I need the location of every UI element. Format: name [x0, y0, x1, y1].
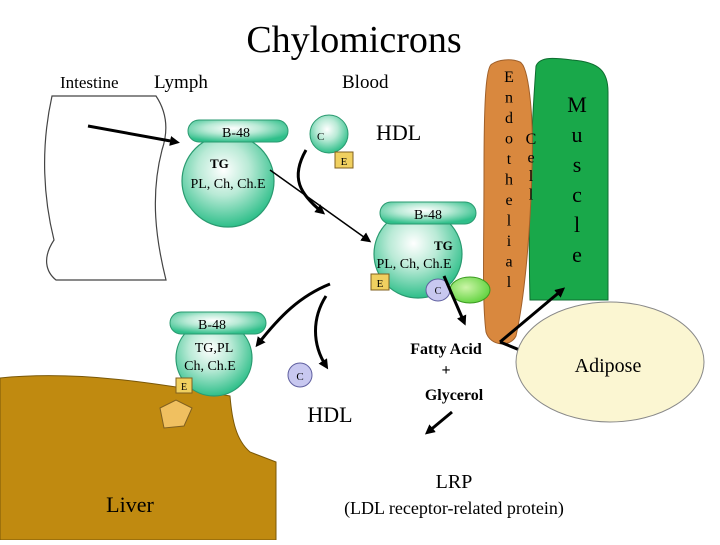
hdl-bottom-label: HDL [307, 402, 352, 427]
apo-e-box [334, 151, 354, 169]
endothelial-letter: e [505, 192, 512, 209]
hdl-apo-c-label: C [317, 131, 324, 143]
lrp-receptor [159, 399, 193, 429]
hdl-top-label: HDL [376, 120, 421, 145]
endothelial-letter: i [507, 233, 512, 250]
intestine-label: Intestine [60, 73, 119, 92]
apo-b48-band [187, 119, 289, 143]
lrp-full: (LDL receptor-related protein) [344, 498, 564, 519]
hdl-apo-c [309, 114, 349, 154]
blood-label: Blood [342, 72, 389, 93]
muscle-letter: u [572, 122, 583, 147]
secretion-arrow [87, 124, 180, 146]
cell-letter: l [529, 187, 534, 204]
endothelial-letter: t [507, 151, 512, 168]
fatty-acid-label: Fatty Acid [410, 341, 482, 358]
diagram-title: Chylomicrons [246, 19, 461, 61]
apo-e-label-2: E [377, 278, 384, 290]
intestine-wall [44, 95, 167, 281]
endothelial-letter: E [504, 69, 514, 86]
fa-to-muscle-arrow [499, 287, 566, 344]
adipose-cell [515, 301, 705, 423]
endothelial-letter: h [505, 172, 513, 189]
cell-letter: e [527, 150, 534, 167]
cell-letter: l [529, 168, 534, 185]
endothelial-letter: a [505, 254, 512, 271]
muscle-letter: e [572, 242, 582, 267]
endothelial-letter: l [507, 213, 512, 230]
lipolysis-arrow [442, 275, 467, 326]
plus-sign: + [441, 362, 450, 379]
endothelial-letter: l [507, 274, 512, 291]
apo-b48-label: B-48 [222, 126, 250, 141]
remnant-apo-b48-band [169, 311, 267, 335]
apo-e-label: E [341, 156, 348, 168]
maturation-arrow [269, 169, 372, 243]
endothelial-letter: n [505, 90, 513, 107]
remnant-line1: TG,PL [195, 341, 234, 356]
apo-b48-band-2 [379, 201, 477, 225]
muscle-letter: l [574, 212, 580, 237]
endothelial-letter: o [505, 131, 513, 148]
tg-core-label-2: TG [434, 238, 453, 253]
liver-label: Liver [106, 492, 154, 517]
apo-c-label-2: C [435, 286, 442, 297]
muscle-letter: c [572, 182, 582, 207]
apo-b48-label-2: B-48 [414, 208, 442, 223]
glycerol-label: Glycerol [425, 387, 484, 404]
remnant-apo-b48-label: B-48 [198, 318, 226, 333]
remnant-arrow [255, 282, 331, 348]
adipose-label: Adipose [575, 355, 642, 377]
cell-letter: C [526, 131, 537, 148]
lipoprotein-lipase [449, 276, 491, 304]
apo-c-return-arrow [314, 295, 329, 370]
hdl-bottom-apo-c-label: C [296, 371, 303, 383]
muscle-letter: M [567, 92, 587, 117]
apo-transfer-arrow [296, 149, 326, 215]
remnant-apo-e-label: E [181, 382, 187, 393]
remnant-apo-e-box [175, 377, 193, 394]
lymph-label: Lymph [154, 72, 208, 93]
shell-label: PL, Ch, Ch.E [190, 177, 265, 192]
glycerol-arrow [424, 410, 453, 435]
endothelial-cell [483, 59, 533, 345]
tg-core-label: TG [210, 156, 229, 171]
muscle-letter: s [573, 152, 582, 177]
lrp-abbr: LRP [436, 471, 473, 493]
hdl-bottom-apo-c [287, 362, 313, 388]
endothelial-letter: d [505, 110, 513, 127]
shell-label-2: PL, Ch, Ch.E [376, 257, 451, 272]
apo-e-box-2 [370, 273, 390, 291]
remnant-line2: Ch, Ch.E [184, 359, 236, 374]
